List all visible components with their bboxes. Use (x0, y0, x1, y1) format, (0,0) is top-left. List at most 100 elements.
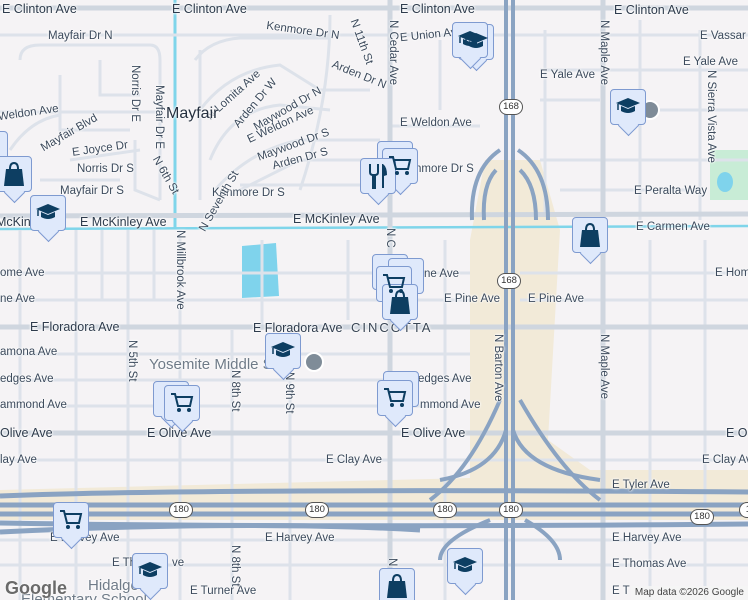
street-label-e-tyler: E Tyler Ave (612, 479, 670, 491)
street-label-clinton-w: E Clinton Ave (2, 2, 77, 16)
marker-school[interactable] (610, 89, 646, 125)
street-label-e-carmen: E Carmen Ave (636, 221, 710, 233)
street-label-pine-w: ne Ave (0, 293, 35, 305)
street-label-n-sierra-vista: N Sierra Vista Ave (705, 70, 717, 163)
graduation-cap-icon (271, 342, 295, 357)
street-label-harvey-w: E Harvey Ave (50, 532, 120, 544)
street-label-hammond-w: ammond Ave (0, 399, 67, 411)
marker-grocery[interactable] (377, 380, 413, 416)
city-label-mayfair: Mayfair (166, 105, 219, 122)
shopping-bag-icon (580, 222, 600, 247)
street-label-n-cedar-s: N C (384, 228, 396, 248)
marker-grocery[interactable] (164, 385, 200, 421)
shopping-cart-icon (60, 510, 83, 529)
hwy-180-shield: 180 (433, 502, 457, 518)
street-label-n-8th-s: N 8th St (229, 545, 241, 587)
street-label-olive-main: E Olive Ave (401, 426, 466, 440)
street-label-n-maple-s: N Maple Ave (598, 334, 610, 399)
marker-restaurant[interactable] (360, 158, 396, 194)
hwy-180-shield: 180 (499, 502, 523, 518)
street-label-clay-mid: E Clay Ave (326, 454, 383, 466)
street-label-olive-e: E Ol (726, 426, 748, 440)
street-label-e-vassar: E Vassar Ave (700, 30, 748, 42)
shopping-bag-icon (387, 573, 407, 598)
street-label-norris-dr-s: Norris Dr S (77, 163, 134, 175)
street-label-n-barton: N Barton Ave (492, 334, 504, 402)
poi-label-hidalgo-line2[interactable]: Elementary School (21, 591, 147, 600)
street-label-home-e: E Hom (715, 267, 748, 279)
street-label-kenmore-dr-s: Kenmore Dr S (212, 187, 285, 199)
street-label-mayfair-dr-s: Mayfair Dr S (60, 185, 124, 197)
street-label-e-yale-e: E Yale Ave (683, 56, 738, 68)
hwy-180-shield: 180 (305, 502, 329, 518)
street-label-pine-mid: E Pine Ave (444, 293, 501, 305)
street-label-mckinley-main: E McKinley Ave (293, 212, 380, 226)
street-label-mayfair-dr-e: Mayfair Dr E (153, 85, 165, 149)
street-label-clay-e: E Clay Av (702, 454, 748, 466)
shopping-cart-icon (171, 393, 194, 412)
street-label-norris-dr-e: Norris Dr E (129, 65, 141, 122)
fork-knife-icon (369, 164, 387, 189)
graduation-cap-icon (36, 204, 60, 219)
street-label-thomas-e: E Thomas Ave (612, 558, 687, 570)
street-label-clinton-main: E Clinton Ave (400, 2, 475, 16)
graduation-cap-icon (458, 31, 482, 46)
hwy-168-shield: 168 (499, 99, 523, 115)
marker-school[interactable] (132, 553, 168, 589)
graduation-cap-icon (616, 98, 640, 113)
marker-shopping[interactable] (382, 284, 418, 320)
street-label-n-5th: N 5th St (126, 340, 138, 382)
marker-school[interactable] (265, 333, 301, 369)
street-label-harvey-e: E Harvey Ave (612, 532, 682, 544)
street-label-home-w: ome Ave (0, 267, 45, 279)
street-label-hedges-w: edges Ave (0, 373, 54, 385)
street-label-mayfair-dr-n: Mayfair Dr N (48, 30, 113, 42)
marker-shopping[interactable] (0, 156, 32, 192)
marker-shopping[interactable] (379, 568, 415, 600)
street-label-clay-w: lay Ave (0, 454, 37, 466)
poi-label-yosemite-middle-school[interactable]: Yosemite Middle S (149, 356, 273, 373)
street-label-clinton-mid: E Clinton Ave (172, 2, 247, 16)
graduation-cap-icon (453, 557, 477, 572)
marker-school[interactable] (452, 22, 488, 58)
street-label-thomas-w2: ve (172, 557, 185, 569)
street-label-clinton-e: E Clinton Ave (614, 3, 689, 17)
street-label-mckinley-w: McKin (0, 215, 31, 229)
street-label-olive-mid: E Olive Ave (147, 426, 212, 440)
marker-school[interactable] (447, 548, 483, 584)
map-data-credits[interactable]: Map data ©2026 Google (630, 586, 748, 600)
school-poi-icon[interactable] (304, 352, 324, 372)
street-label-n-millbrook: N Millbrook Ave (174, 230, 186, 310)
street-label-olive-w: Olive Ave (0, 426, 53, 440)
street-label-n-cedar: N Cedar Ave (387, 20, 399, 85)
shopping-bag-icon (390, 289, 410, 314)
poi-label-hidalgo[interactable]: Hidalgo (88, 577, 139, 594)
street-label-n-8th: N 8th St (229, 370, 241, 412)
street-label-home-mid: ne Ave (424, 268, 459, 280)
street-label-turner-w: E Turner Ave (190, 585, 257, 597)
street-label-hammond-e: mmond Ave (420, 399, 481, 411)
street-label-thomas-w: E Th (112, 557, 137, 569)
hwy-180-shield: 18 (739, 502, 748, 518)
street-label-pine-e: E Pine Ave (528, 293, 585, 305)
street-label-n-cedar-bottom: N (386, 558, 398, 567)
street-label-weldon-e: E Weldon Ave (400, 117, 472, 129)
street-label-floradora-w: E Floradora Ave (30, 320, 120, 334)
street-label-n-maple: N Maple Ave (598, 20, 610, 85)
marker-school[interactable] (30, 195, 66, 231)
street-label-harvey-mid: E Harvey Ave (265, 532, 335, 544)
graduation-cap-icon (138, 562, 162, 577)
shopping-cart-icon (389, 156, 412, 175)
shopping-cart-icon (384, 388, 407, 407)
street-label-mckinley-mid: E McKinley Ave (80, 215, 167, 229)
marker-grocery[interactable] (53, 502, 89, 538)
district-label-cincotta: CINCOTTA (351, 320, 433, 335)
shopping-bag-icon (4, 161, 24, 186)
marker-shopping[interactable] (572, 217, 608, 253)
google-logo[interactable]: Google (5, 578, 67, 598)
street-label-e-peralta: E Peralta Way (634, 185, 708, 197)
hwy-168-shield: 168 (497, 273, 521, 289)
street-label-turner-e: E T (612, 585, 630, 597)
